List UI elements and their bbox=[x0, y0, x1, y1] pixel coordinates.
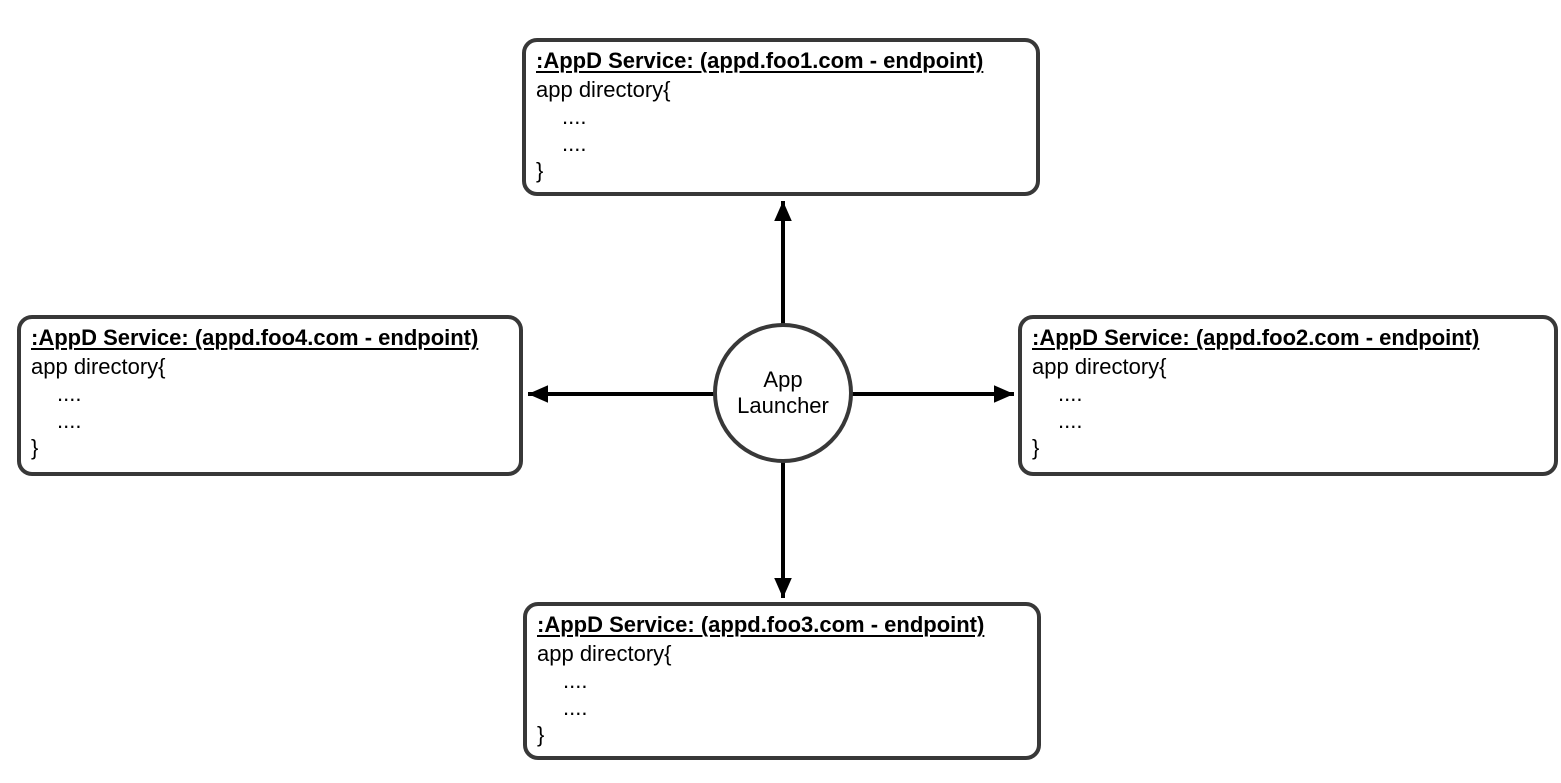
service-title: :AppD Service: (appd.foo1.com - endpoint… bbox=[536, 48, 984, 73]
app-launcher-node: App Launcher bbox=[713, 323, 853, 463]
service-body-line: } bbox=[537, 722, 545, 747]
service-body-line: app directory{ bbox=[536, 77, 671, 102]
service-title: :AppD Service: (appd.foo4.com - endpoint… bbox=[31, 325, 479, 350]
service-body-line: app directory{ bbox=[31, 354, 166, 379]
service-body-line: .... bbox=[562, 131, 587, 156]
service-box-foo4: :AppD Service: (appd.foo4.com - endpoint… bbox=[17, 315, 523, 476]
service-box-foo1: :AppD Service: (appd.foo1.com - endpoint… bbox=[522, 38, 1040, 196]
service-body-line: .... bbox=[1058, 381, 1083, 406]
service-body-line: } bbox=[31, 435, 39, 460]
service-box-foo2: :AppD Service: (appd.foo2.com - endpoint… bbox=[1018, 315, 1558, 476]
service-body-line: } bbox=[1032, 435, 1040, 460]
service-body-line: app directory{ bbox=[1032, 354, 1167, 379]
service-body-line: } bbox=[536, 158, 544, 183]
service-body-line: .... bbox=[57, 381, 82, 406]
service-box-foo3: :AppD Service: (appd.foo3.com - endpoint… bbox=[523, 602, 1041, 760]
service-body-line: .... bbox=[562, 104, 587, 129]
service-body-line: .... bbox=[1058, 408, 1083, 433]
service-body-line: .... bbox=[563, 695, 588, 720]
service-body-line: .... bbox=[563, 668, 588, 693]
service-body-line: app directory{ bbox=[537, 641, 672, 666]
service-title: :AppD Service: (appd.foo3.com - endpoint… bbox=[537, 612, 985, 637]
service-title: :AppD Service: (appd.foo2.com - endpoint… bbox=[1032, 325, 1480, 350]
service-body-line: .... bbox=[57, 408, 82, 433]
app-launcher-label: App Launcher bbox=[737, 367, 829, 418]
